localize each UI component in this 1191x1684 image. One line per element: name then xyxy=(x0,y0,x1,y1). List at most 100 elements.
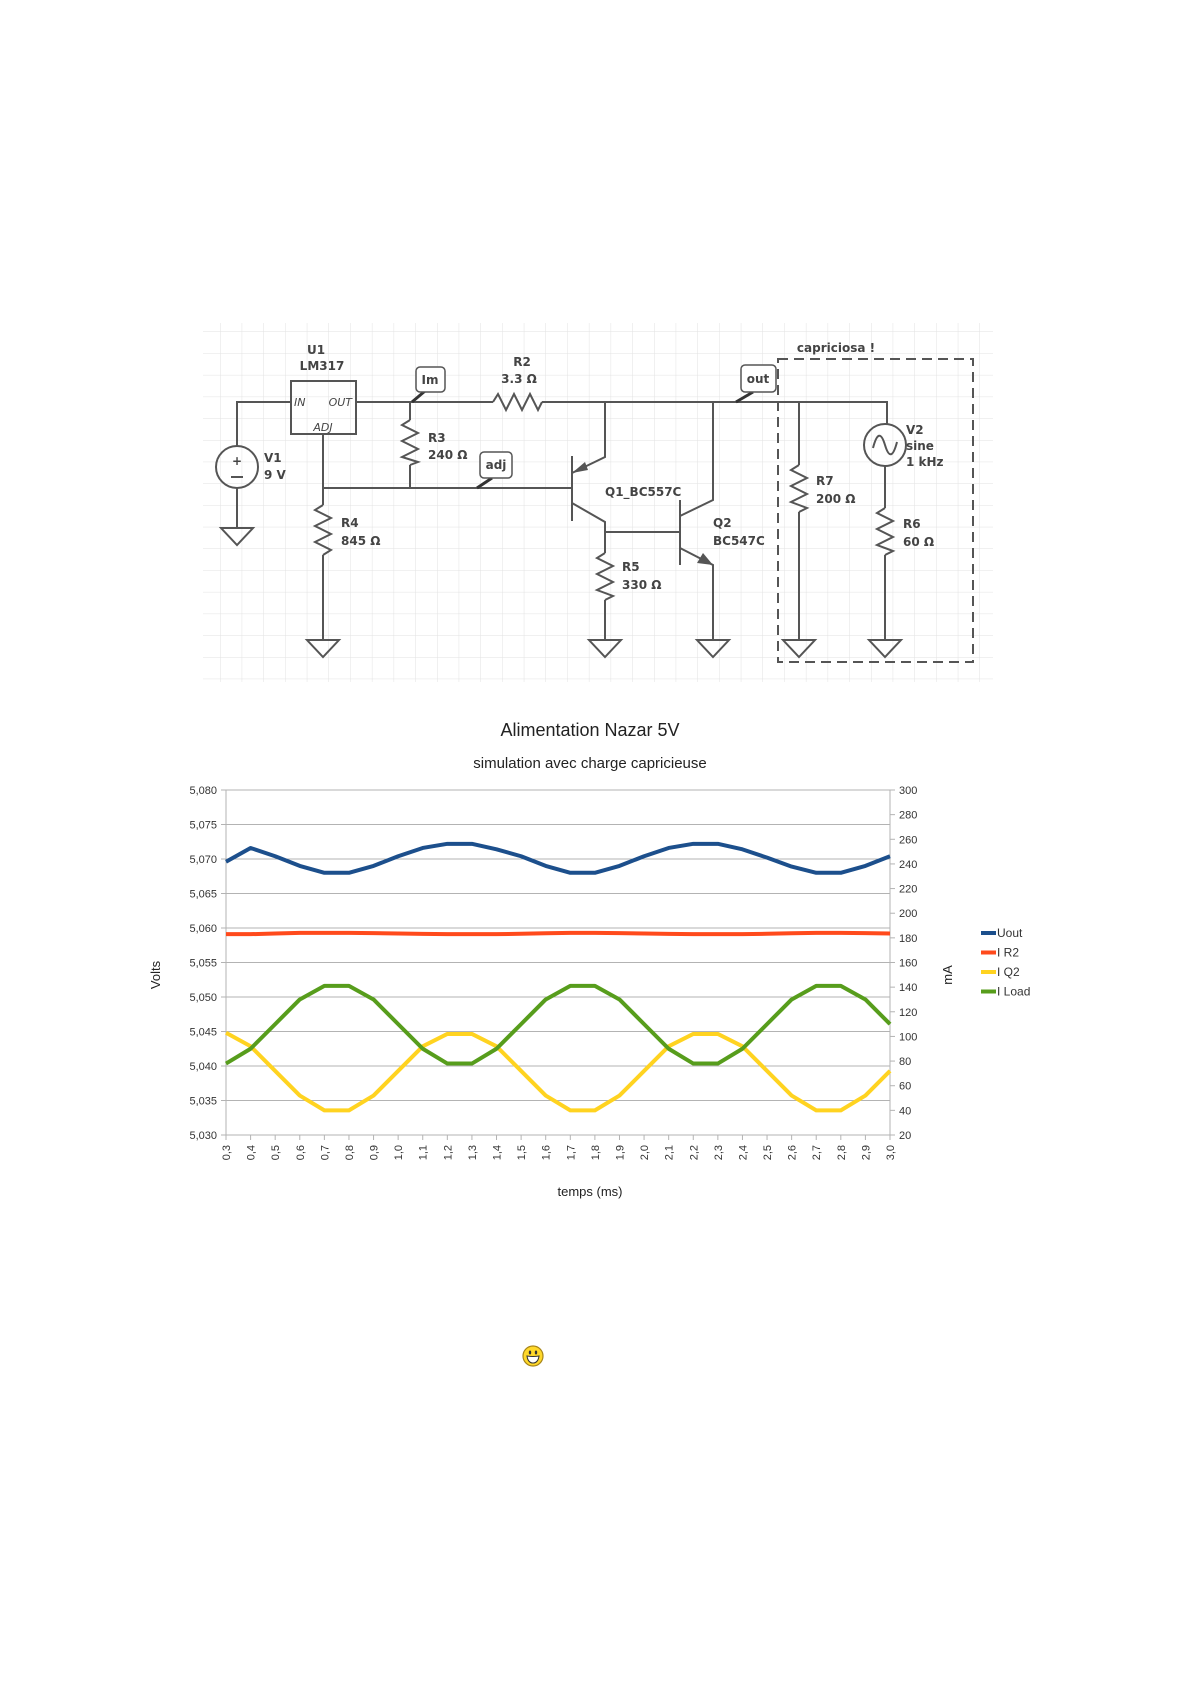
y-tick-label-left: 5,080 xyxy=(189,785,217,797)
svg-text:Q1_BC557C: Q1_BC557C xyxy=(605,485,682,500)
y-tick-label-right: 160 xyxy=(899,958,917,970)
x-tick-label: 2,7 xyxy=(811,1145,823,1160)
svg-text:out: out xyxy=(747,372,770,386)
svg-text:LM317: LM317 xyxy=(300,359,345,373)
y-axis-label-left: Volts xyxy=(148,960,163,989)
x-tick-label: 1,5 xyxy=(516,1145,528,1160)
x-tick-label: 2,0 xyxy=(639,1145,651,1160)
y-tick-label-right: 280 xyxy=(899,810,917,822)
x-tick-label: 1,8 xyxy=(590,1145,602,1160)
q1-transistor: Q1_BC557C xyxy=(571,456,682,521)
series-line-i-q2 xyxy=(225,1030,892,1113)
x-tick-label: 1,3 xyxy=(467,1145,479,1160)
x-tick-label: 0,5 xyxy=(270,1145,282,1160)
r3-value: 240 Ω xyxy=(428,448,467,462)
svg-text:BC547C: BC547C xyxy=(713,534,765,548)
legend-label: I R2 xyxy=(997,946,1019,960)
y-tick-label-right: 40 xyxy=(899,1105,911,1117)
x-tick-label: 1,0 xyxy=(393,1145,405,1160)
x-tick-label: 0,7 xyxy=(319,1145,331,1160)
schematic-grid xyxy=(203,323,993,682)
resistor-zigzags xyxy=(312,391,896,601)
y-tick-label-left: 5,040 xyxy=(189,1061,217,1073)
x-tick-label: 0,9 xyxy=(369,1145,381,1160)
x-tick-label: 3,0 xyxy=(885,1145,897,1160)
y-tick-label-left: 5,045 xyxy=(189,1027,217,1039)
r4-name: R4 xyxy=(341,516,359,530)
y-tick-label-left: 5,065 xyxy=(189,889,217,901)
svg-text:sine: sine xyxy=(906,439,934,453)
x-tick-label: 1,9 xyxy=(614,1145,626,1160)
svg-text:adj: adj xyxy=(486,458,507,472)
q2-transistor: Q2 BC547C xyxy=(679,500,765,565)
x-tick-label: 2,5 xyxy=(762,1145,774,1160)
x-tick-label: 2,3 xyxy=(713,1145,725,1160)
x-tick-label: 1,1 xyxy=(418,1145,430,1160)
y-tick-label-left: 5,035 xyxy=(189,1096,217,1108)
svg-text:Im: Im xyxy=(422,373,439,387)
net-label-adj: adj xyxy=(476,451,513,490)
svg-text:ADJ: ADJ xyxy=(312,421,332,434)
r7-name: R7 xyxy=(816,474,834,488)
y-tick-label-right: 140 xyxy=(899,982,917,994)
legend-label: I Q2 xyxy=(997,965,1020,979)
y-tick-label-right: 100 xyxy=(899,1031,917,1043)
x-tick-label: 0,6 xyxy=(295,1145,307,1160)
v2-sine-source: V2 sine 1 kHz xyxy=(863,423,944,469)
svg-text:IN: IN xyxy=(294,396,305,409)
r3-name: R3 xyxy=(428,431,446,445)
x-tick-label: 0,4 xyxy=(246,1145,258,1160)
x-tick-label: 2,9 xyxy=(860,1145,872,1160)
simulation-chart: Alimentation Nazar 5V simulation avec ch… xyxy=(148,720,1030,1199)
x-tick-label: 1,2 xyxy=(442,1145,454,1160)
y-tick-label-left: 5,060 xyxy=(189,923,217,935)
y-tick-label-right: 20 xyxy=(899,1130,911,1142)
chart-subtitle: simulation avec charge capricieuse xyxy=(473,755,706,772)
r6-name: R6 xyxy=(903,517,921,531)
y-tick-label-left: 5,055 xyxy=(189,958,217,970)
svg-text:V2: V2 xyxy=(906,423,924,437)
svg-text:1 kHz: 1 kHz xyxy=(906,455,944,469)
r5-name: R5 xyxy=(622,560,640,574)
y-tick-label-right: 260 xyxy=(899,834,917,846)
y-tick-label-right: 300 xyxy=(899,785,917,797)
y-tick-label-left: 5,030 xyxy=(189,1130,217,1142)
y-tick-label-right: 240 xyxy=(899,859,917,871)
grinning-smiley-icon xyxy=(522,1345,544,1367)
chart-title: Alimentation Nazar 5V xyxy=(500,720,679,740)
r2-value: 3.3 Ω xyxy=(501,372,537,386)
group-label: capriciosa ! xyxy=(797,341,875,355)
ground-symbols xyxy=(218,527,904,659)
series-line-i-load xyxy=(224,983,892,1066)
x-tick-label: 2,2 xyxy=(688,1145,700,1160)
series-line-i-r2 xyxy=(226,930,891,937)
x-tick-label: 2,4 xyxy=(737,1145,749,1160)
y-tick-label-right: 220 xyxy=(899,884,917,896)
svg-text:+: + xyxy=(232,454,242,468)
net-label-im: Im xyxy=(411,366,446,404)
x-tick-label: 1,4 xyxy=(492,1145,504,1160)
x-tick-label: 2,6 xyxy=(787,1145,799,1160)
svg-text:OUT: OUT xyxy=(329,396,354,409)
y-tick-label-left: 5,070 xyxy=(189,854,217,866)
x-tick-label: 2,8 xyxy=(836,1145,848,1160)
r2-name: R2 xyxy=(513,355,531,369)
v1-dc-source: + V1 9 V xyxy=(215,445,287,489)
y-axis-label-right: mA xyxy=(940,965,955,985)
x-tick-label: 2,1 xyxy=(664,1145,676,1160)
net-label-out: out xyxy=(735,364,777,404)
r5-value: 330 Ω xyxy=(622,578,661,592)
svg-text:Q2: Q2 xyxy=(713,516,732,530)
y-tick-label-right: 180 xyxy=(899,933,917,945)
svg-text:9 V: 9 V xyxy=(264,468,287,482)
y-tick-label-right: 120 xyxy=(899,1007,917,1019)
r7-value: 200 Ω xyxy=(816,492,855,506)
x-tick-label: 0,3 xyxy=(221,1145,233,1160)
svg-text:U1: U1 xyxy=(307,343,325,357)
x-tick-label: 0,8 xyxy=(344,1145,356,1160)
r4-value: 845 Ω xyxy=(341,534,380,548)
y-tick-label-left: 5,075 xyxy=(189,820,217,832)
y-tick-label-left: 5,050 xyxy=(189,992,217,1004)
legend-label: Uout xyxy=(997,926,1023,940)
